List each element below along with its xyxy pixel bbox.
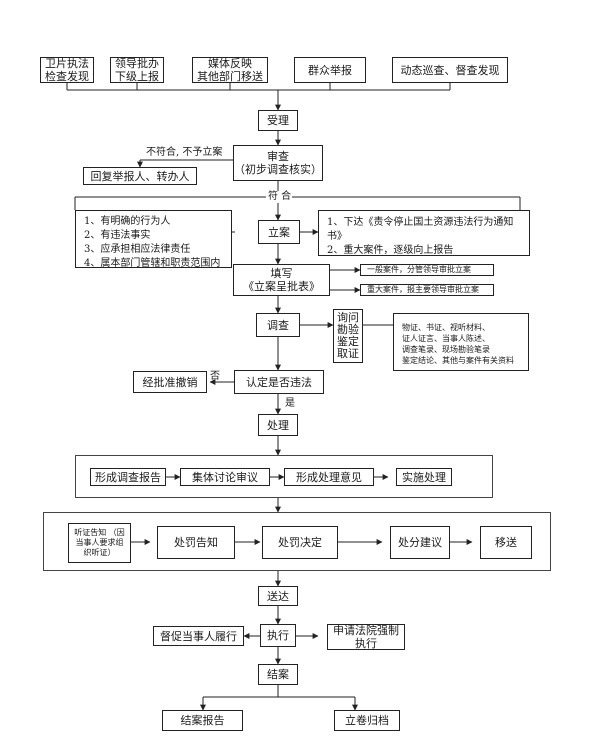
general-case-box: 一般案件，分管领导审批立案	[360, 264, 494, 276]
close-case-box: 结案	[258, 664, 298, 685]
qualify-label: 符 合	[267, 191, 293, 203]
archive-box: 立卷归档	[334, 710, 400, 731]
major-case-box: 重大案件，报主要领导审批立案	[360, 284, 494, 296]
criteria-box: 1、有明确的行为人 2、有违法事实 3、应承担相应法律责任 4、属本部门管辖和职…	[75, 210, 232, 269]
penalty-decision-box: 处罚决定	[262, 526, 338, 559]
disposal-advice-box: 处分建议	[390, 526, 450, 559]
source-satellite-box: 卫片执法 检查发现	[40, 57, 94, 83]
review-box: 审查 （初步调查核实）	[233, 145, 323, 181]
reply-box: 回复举报人、转办人	[83, 167, 197, 185]
source-patrol-box: 动态巡查、督查发现	[392, 57, 508, 83]
filing-actions-box: 1、下达《责令停止国土资源违法行为通知书》 2、重大案件，逐级向上报告	[318, 210, 530, 256]
source-leader-box: 领导批办 下级上报	[110, 57, 164, 83]
handle-box: 处理	[258, 414, 298, 436]
hearing-box: 听证告知 （因 当事人要求组 织听证）	[68, 523, 131, 563]
evidence-methods-box: 询问 勘验 鉴定 取证	[333, 309, 363, 363]
processing-stage-frame	[75, 455, 493, 498]
urge-box: 督促当事人履行	[153, 626, 244, 646]
fill-form-box: 填写 《立案呈批表》	[233, 264, 330, 296]
execute-box: 执行	[260, 624, 296, 647]
source-public-box: 群众举报	[294, 57, 366, 83]
process-step-implement: 实施处理	[396, 468, 452, 486]
process-step-opinion: 形成处理意见	[284, 468, 374, 486]
source-media-box: 媒体反映 其他部门移送	[192, 57, 268, 83]
evidence-types-box: 物证、书证、视听材料、 证人证言、当事人陈述、 调查笔录、现场勘验笔录 鉴定结论…	[393, 313, 529, 371]
report-box: 结案报告	[162, 710, 243, 731]
deliver-box: 送达	[258, 586, 298, 606]
no-label: 否	[210, 371, 220, 382]
penalty-notice-box: 处罚告知	[157, 526, 235, 559]
process-step-report: 形成调查报告	[90, 468, 166, 486]
transfer-box: 移送	[480, 526, 532, 559]
process-step-discussion: 集体讨论审议	[180, 468, 270, 486]
investigate-box: 调查	[256, 313, 300, 337]
yes-label: 是	[285, 398, 295, 409]
penalty-stage-frame	[43, 512, 551, 571]
filing-box: 立案	[258, 220, 300, 244]
determine-box: 认定是否违法	[234, 370, 324, 394]
not-qualify-label: 不符合, 不予立案	[146, 147, 223, 158]
accept-box: 受理	[258, 110, 298, 131]
court-box: 申请法院强制 执行	[327, 624, 405, 650]
revoke-box: 经批准撤销	[133, 371, 207, 393]
